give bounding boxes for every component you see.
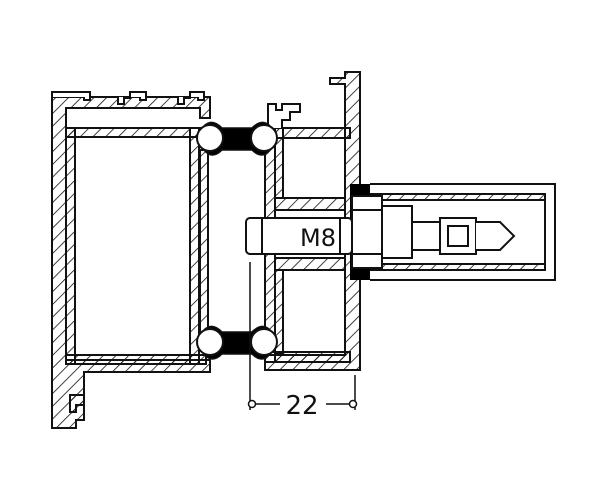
bolt-shank [245,217,353,255]
bottom-left-lug [196,328,224,356]
sash-upper-chamber [282,137,346,199]
left-frame-profile [51,96,211,429]
bottom-right-lug [250,328,278,356]
dimension-right-terminator [348,399,358,409]
left-profile-top-hooks [51,91,205,413]
dimension-label: 22 [285,391,318,421]
bolt-size-label: M8 [300,224,336,252]
left-profile-chamber [74,136,191,356]
thermal-break [196,121,278,360]
bolt-nut [351,195,413,269]
top-left-lug [196,124,224,152]
sash-lower-chamber [282,269,346,353]
top-right-lug [250,124,278,152]
bolt-tip [411,217,516,255]
sash-top-hooks [267,103,301,128]
dimension-left-terminator [247,399,257,409]
